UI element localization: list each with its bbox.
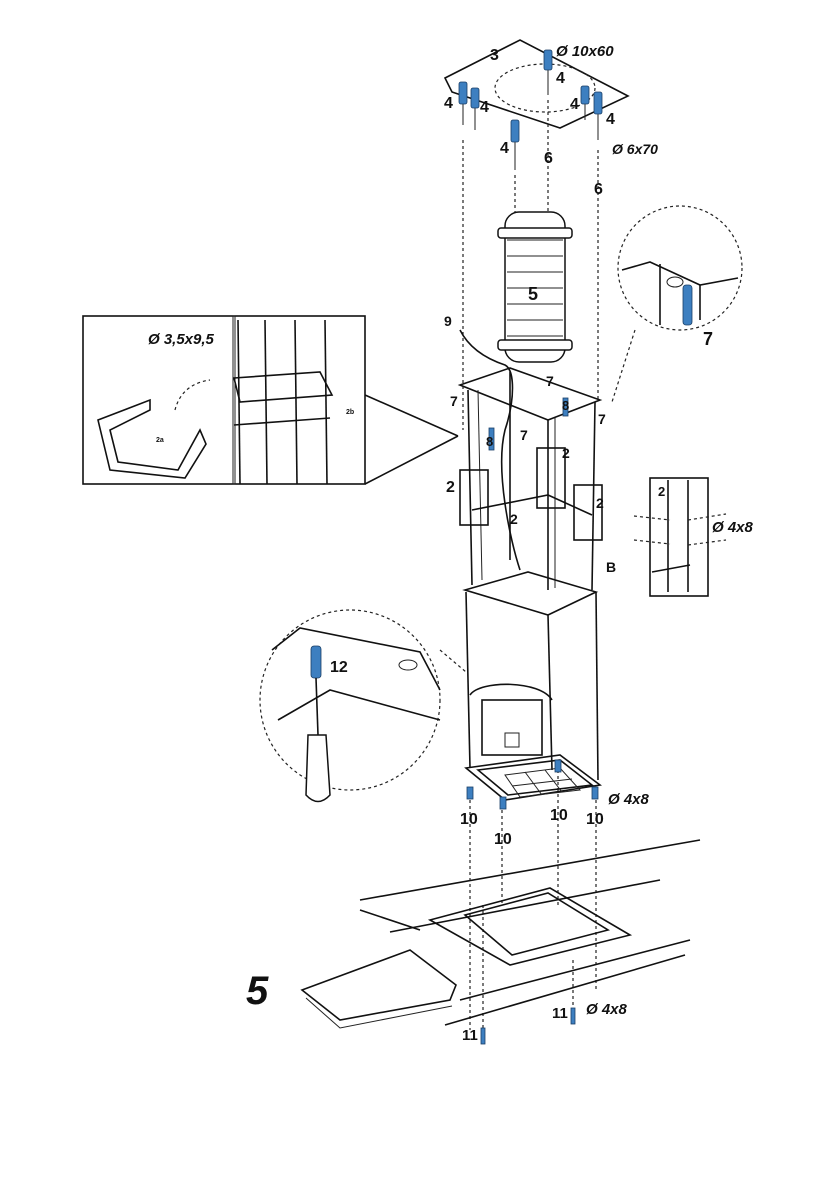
label-part-8-b: 8 <box>562 398 569 413</box>
label-part-4-e: 4 <box>606 111 615 128</box>
label-part-4-c: 4 <box>556 70 565 87</box>
label-inset-2b: 2b <box>346 409 354 416</box>
bracket-detail-inset <box>83 316 458 484</box>
bracket-2-screw-inset <box>634 478 726 596</box>
label-part-B: B <box>606 559 616 575</box>
label-part-2-d: 2 <box>596 495 604 511</box>
label-screw-4x8-inset: Ø 4x8 <box>712 519 754 536</box>
label-part-10-c: 10 <box>550 807 568 824</box>
lower-chimney <box>465 572 598 780</box>
label-screw-4x8-bottom: Ø 4x8 <box>586 1001 628 1018</box>
label-part-4-f: 4 <box>500 140 509 157</box>
label-part-10-b: 10 <box>494 831 512 848</box>
label-part-9: 9 <box>444 313 452 329</box>
screw-12-detail-inset <box>260 610 466 802</box>
label-part-3: 3 <box>490 47 499 64</box>
label-bolt-10x60: Ø 10x60 <box>556 43 614 60</box>
label-screw-3-5x9-5: Ø 3,5x9,5 <box>148 331 215 348</box>
label-part-2-c: 2 <box>562 445 570 461</box>
label-part-2-inset: 2 <box>658 484 665 499</box>
screw-7-detail-inset <box>612 206 742 402</box>
label-part-5: 5 <box>528 284 538 304</box>
label-part-12: 12 <box>330 659 348 676</box>
label-part-7-a: 7 <box>450 393 458 409</box>
upper-frame <box>460 368 602 590</box>
part-labels: 3 Ø 10x60 4 4 4 4 4 4 Ø 6x70 6 6 5 9 7 7… <box>148 43 754 1044</box>
label-part-11-a: 11 <box>462 1027 478 1044</box>
label-part-2-a: 2 <box>446 479 455 496</box>
label-bolt-6x70: Ø 6x70 <box>612 141 658 157</box>
label-part-2-b: 2 <box>510 511 518 527</box>
label-part-7-c: 7 <box>520 427 528 443</box>
label-part-11-b: 11 <box>552 1005 568 1022</box>
label-part-10-d: 10 <box>586 811 604 828</box>
label-part-6-b: 6 <box>594 181 603 198</box>
step-number: 5 <box>246 969 269 1013</box>
label-part-4-a: 4 <box>444 95 453 112</box>
label-part-7-d: 7 <box>598 411 606 427</box>
filter-frame <box>466 755 600 809</box>
label-screw-4x8-frame: Ø 4x8 <box>608 791 650 808</box>
label-part-6-a: 6 <box>544 150 553 167</box>
label-part-7-inset: 7 <box>703 329 713 349</box>
label-inset-2a: 2a <box>156 437 164 444</box>
label-part-4-d: 4 <box>570 96 579 113</box>
label-part-4-b: 4 <box>480 99 489 116</box>
label-part-7-b: 7 <box>546 373 554 389</box>
label-part-8-a: 8 <box>486 434 493 449</box>
label-part-10-a: 10 <box>460 811 478 828</box>
ceiling-cutout <box>302 840 700 1028</box>
